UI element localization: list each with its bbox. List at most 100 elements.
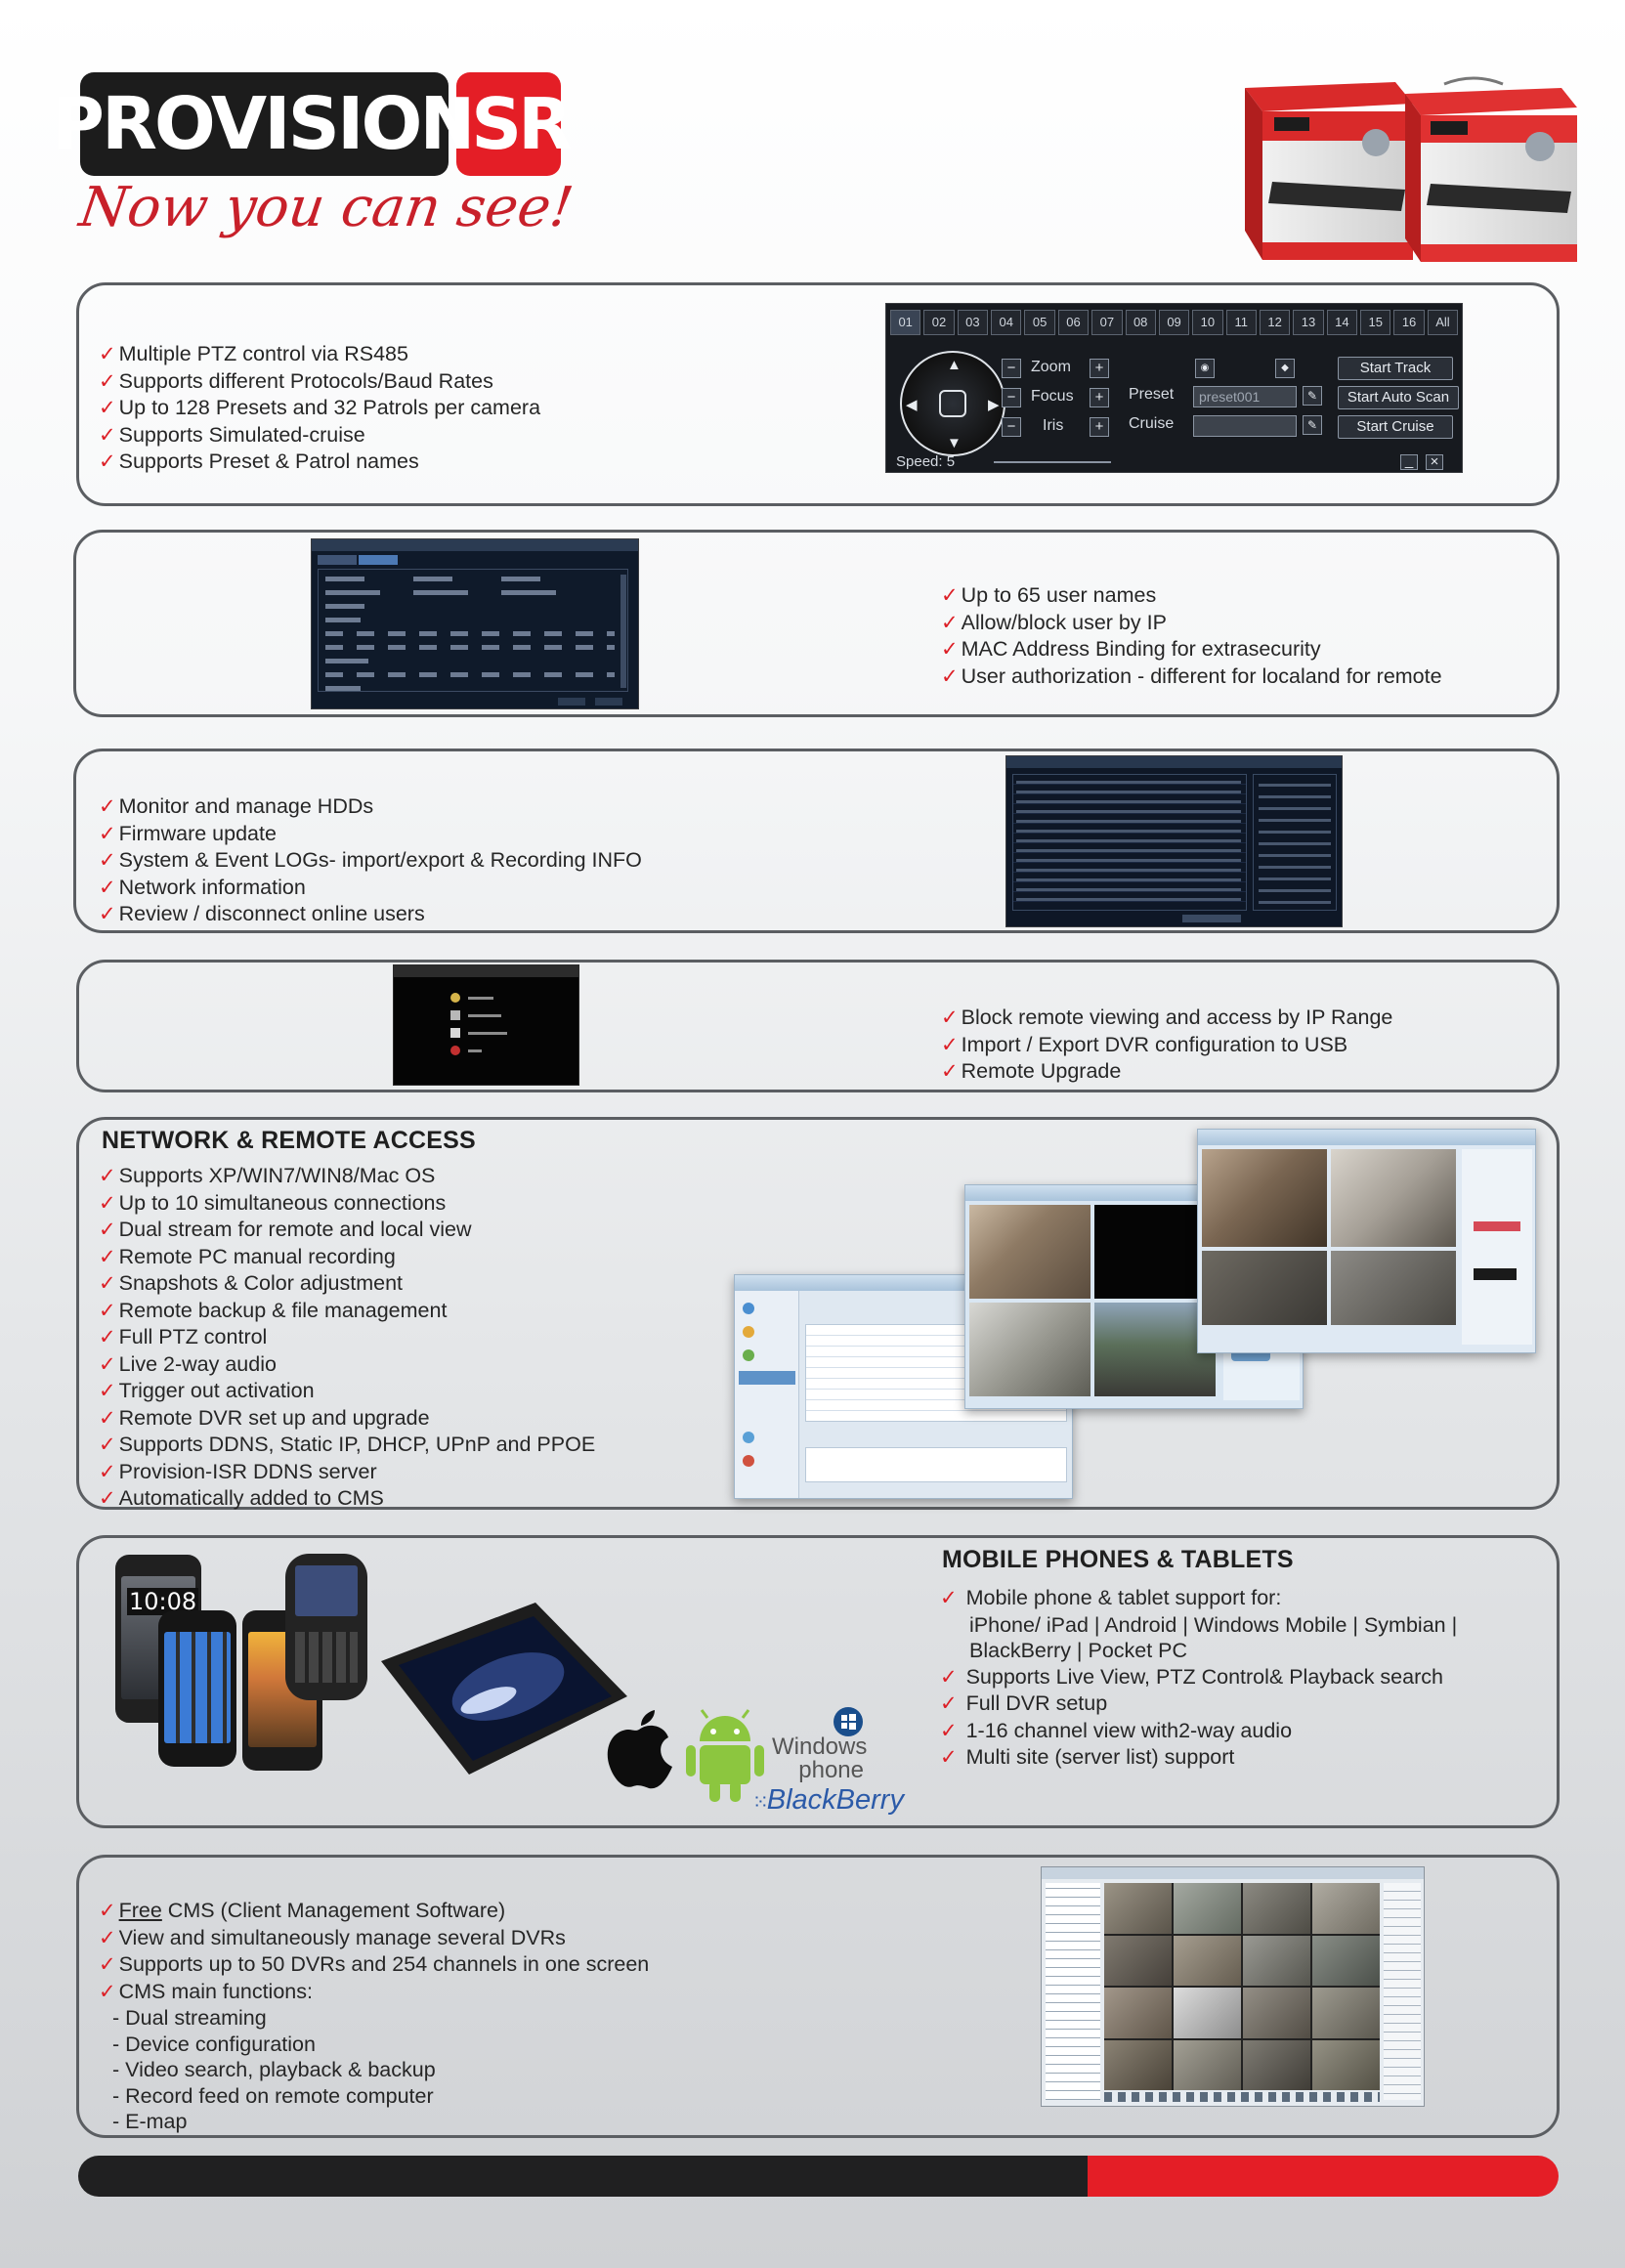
focus-label: Focus <box>1031 388 1074 405</box>
cms-feature-list: ✓Free CMS (Client Management Software) ✓… <box>99 1898 649 2135</box>
user-feature-list: ✓Up to 65 user names ✓Allow/block user b… <box>941 582 1442 690</box>
check-icon: ✓ <box>99 369 116 393</box>
check-icon: ✓ <box>99 1926 116 1949</box>
list-item: ✓Dual stream for remote and local view <box>99 1218 472 1241</box>
cms-control-panel <box>1384 1883 1421 2100</box>
check-icon: ✓ <box>99 1326 116 1348</box>
user-management-panel <box>73 530 1560 717</box>
focus-plus-button: + <box>1090 388 1109 407</box>
scrollbar <box>620 575 626 688</box>
list-item: ✓Up to 128 Presets and 32 Patrols per ca… <box>99 396 541 419</box>
check-icon: ✓ <box>99 450 116 473</box>
ptz-direction-pad: ▲ ▼ ◀ ▶ <box>900 351 1005 456</box>
ptz-feature-list: ✓Multiple PTZ control via RS485 ✓Support… <box>99 341 540 476</box>
ptz-center-button <box>939 390 966 417</box>
list-item: ✓Supports Simulated-cruise <box>99 422 365 447</box>
tab-channel: 08 <box>1125 310 1156 335</box>
provision-isr-logo: PROVISION ISR <box>52 72 573 176</box>
tab-channel: 03 <box>957 310 989 335</box>
blackberry-phone-image <box>285 1554 367 1700</box>
check-icon: ✓ <box>99 1219 116 1241</box>
check-icon: ✓ <box>941 611 959 634</box>
preset-set-icon: ✎ <box>1303 386 1322 406</box>
security-feature-list: ✓Block remote viewing and access by IP R… <box>941 1005 1392 1086</box>
check-icon: ✓ <box>940 1719 958 1742</box>
network-heading: NETWORK & REMOTE ACCESS <box>102 1127 476 1154</box>
zoom-label: Zoom <box>1031 359 1071 375</box>
list-item: ✓Network information <box>99 875 306 899</box>
check-icon: ✓ <box>99 903 116 925</box>
arrow-down-icon: ▼ <box>947 435 962 451</box>
window-titlebar <box>394 965 578 977</box>
list-item: ✓Monitor and manage HDDs <box>99 794 374 818</box>
arrow-left-icon: ◀ <box>906 397 918 413</box>
video-tile <box>1331 1149 1456 1247</box>
menu-icon <box>450 993 460 1003</box>
focus-minus-button: − <box>1002 388 1021 407</box>
window-titlebar <box>1198 1130 1535 1145</box>
list-item: ✓Automatically added to CMS <box>99 1486 384 1510</box>
cms-function-item: - Video search, playback & backup <box>112 2058 436 2081</box>
list-item: ✓Allow/block user by IP <box>941 610 1167 634</box>
cms-function-item: - Dual streaming <box>112 2006 267 2030</box>
minimize-icon: _ <box>1400 453 1418 470</box>
tab-channel: 14 <box>1326 310 1358 335</box>
ptz-control-screenshot: 01 02 03 04 05 06 07 08 09 10 11 12 13 1… <box>885 303 1463 473</box>
tab-channel: 16 <box>1393 310 1425 335</box>
user-rights-screenshot <box>311 538 639 709</box>
list-item: ✓Provision-ISR DDNS server <box>99 1459 377 1483</box>
tab-channel: 15 <box>1360 310 1391 335</box>
tab-channel: 12 <box>1259 310 1291 335</box>
check-icon: ✓ <box>99 1460 116 1483</box>
speed-slider <box>994 461 1111 463</box>
check-icon: ✓ <box>940 1692 958 1715</box>
start-auto-scan-button: Start Auto Scan <box>1338 386 1459 409</box>
check-icon: ✓ <box>99 1245 116 1268</box>
list-item: ✓View and simultaneously manage several … <box>99 1925 566 1949</box>
cruise-label: Cruise <box>1129 415 1175 432</box>
blackberry-logo: ⁙BlackBerry <box>752 1784 904 1816</box>
list-item: ✓Firmware update <box>99 821 277 845</box>
list-item: ✓User authorization - different for loca… <box>941 663 1442 688</box>
advanced-menu-screenshot <box>393 964 579 1086</box>
check-icon: ✓ <box>99 795 116 818</box>
check-icon: ✓ <box>99 1953 116 1976</box>
platform-list-line: iPhone/ iPad | Android | Windows Mobile … <box>969 1612 1458 1637</box>
tab-channel: 07 <box>1091 310 1123 335</box>
window-titlebar <box>312 539 638 551</box>
list-item: ✓System & Event LOGs- import/export & Re… <box>99 848 642 872</box>
footer-bar-dark <box>78 2156 1094 2197</box>
check-icon: ✓ <box>99 397 116 419</box>
start-cruise-button: Start Cruise <box>1338 415 1453 439</box>
list-item: ✓Up to 65 user names <box>941 583 1157 607</box>
check-icon: ✓ <box>99 822 116 845</box>
list-item: ✓Trigger out activation <box>99 1379 315 1402</box>
phone-clock: 10:08 <box>127 1588 199 1615</box>
list-item: ✓Remote backup & file management <box>99 1298 448 1322</box>
list-item: ✓Live 2-way audio <box>99 1351 277 1376</box>
cruise-select <box>1193 415 1297 437</box>
windows-phone-icon <box>834 1707 863 1736</box>
preset-select: preset001 <box>1193 386 1297 407</box>
zoom-minus-button: − <box>1002 359 1021 378</box>
check-icon: ✓ <box>99 1434 116 1456</box>
list-item: ✓Up to 10 simultaneous connections <box>99 1190 447 1215</box>
network-feature-list: ✓Supports XP/WIN7/WIN8/Mac OS ✓Up to 10 … <box>99 1163 595 1513</box>
list-item: ✓Review / disconnect online users <box>99 902 425 925</box>
check-icon: ✓ <box>941 1006 959 1029</box>
check-icon: ✓ <box>940 1587 958 1609</box>
ptz-panel <box>76 282 1560 506</box>
cms-function-item: - Device configuration <box>112 2032 316 2056</box>
list-item: ✓Remote PC manual recording <box>99 1244 396 1268</box>
iphone-image <box>158 1610 236 1767</box>
check-icon: ✓ <box>99 876 116 899</box>
list-item: ✓Full PTZ control <box>99 1325 268 1348</box>
check-icon: ✓ <box>99 1980 116 2003</box>
blackberry-icon: ⁙ <box>752 1792 769 1814</box>
remote-playback-window <box>1197 1129 1536 1353</box>
list-item: ✓ Mobile phone & tablet support for: <box>940 1586 1282 1609</box>
system-feature-list: ✓Monitor and manage HDDs ✓Firmware updat… <box>99 793 642 928</box>
check-icon: ✓ <box>99 1299 116 1322</box>
list-item: ✓Remote Upgrade <box>941 1059 1122 1083</box>
record-icon: ◉ <box>1195 359 1215 378</box>
